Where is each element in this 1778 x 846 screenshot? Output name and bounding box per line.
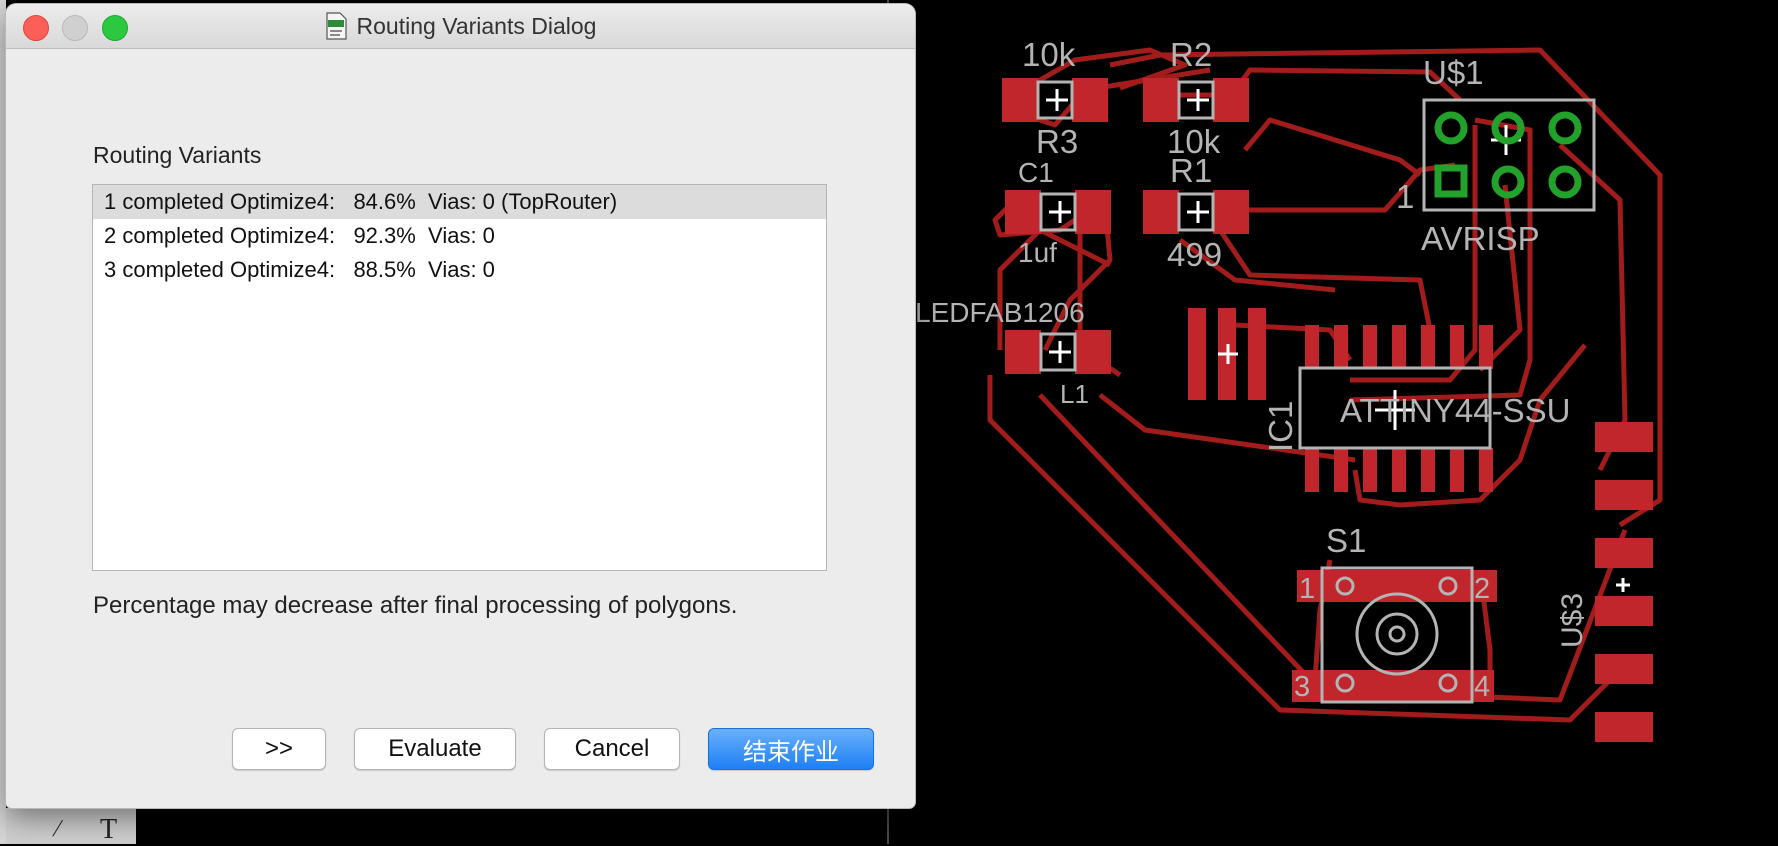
routing-variants-dialog: Routing Variants Dialog Routing Variants… bbox=[6, 4, 915, 808]
more-button[interactable]: >> bbox=[232, 728, 326, 770]
led-ref-label: L1 bbox=[1060, 379, 1089, 409]
board-document-icon bbox=[325, 12, 347, 40]
c1-name-label: C1 bbox=[1018, 157, 1054, 188]
dialog-titlebar[interactable]: Routing Variants Dialog bbox=[6, 4, 915, 49]
r2-value-label: 10k bbox=[1167, 123, 1221, 160]
pcb-canvas[interactable]: 10k R3 R2 10k R1 499 C1 1uf LEDFAB1206 L… bbox=[889, 0, 1778, 844]
r2-name-label: R2 bbox=[1170, 36, 1212, 73]
switch-pin2-label: 2 bbox=[1474, 573, 1490, 605]
switch-pin3-label: 3 bbox=[1294, 671, 1310, 703]
variant-row[interactable]: 3 completed Optimize4: 88.5% Vias: 0 bbox=[104, 257, 495, 282]
dialog-title: Routing Variants Dialog bbox=[356, 12, 597, 39]
switch-pin1-label: 1 bbox=[1299, 573, 1315, 605]
finish-job-button[interactable]: 结束作业 bbox=[708, 728, 874, 770]
r1-value-label: 499 bbox=[1167, 236, 1222, 273]
header-vias bbox=[1434, 111, 1582, 199]
header-value-label: AVRISP bbox=[1421, 220, 1540, 257]
r3-name-label: R3 bbox=[1036, 123, 1078, 160]
r3-value-label: 10k bbox=[1022, 36, 1076, 73]
pen-tool-icon[interactable]: / bbox=[50, 816, 65, 842]
cancel-button[interactable]: Cancel bbox=[544, 728, 680, 770]
variant-row[interactable]: 1 completed Optimize4: 84.6% Vias: 0 (To… bbox=[93, 185, 826, 219]
switch-name-label: S1 bbox=[1326, 522, 1366, 559]
pads bbox=[1002, 78, 1653, 742]
routing-variants-list[interactable]: 1 completed Optimize4: 84.6% Vias: 0 (To… bbox=[92, 184, 827, 571]
header-name-label: U$1 bbox=[1423, 54, 1484, 91]
switch-pin4-label: 4 bbox=[1474, 671, 1490, 703]
ic-name-label: ATTINY44-SSU bbox=[1340, 392, 1570, 429]
led-name-label: LEDFAB1206 bbox=[915, 297, 1085, 328]
polygon-processing-note: Percentage may decrease after final proc… bbox=[93, 592, 738, 619]
c1-value-label: 1uf bbox=[1018, 237, 1057, 268]
header-pin-label: 1 bbox=[1396, 178, 1414, 215]
tool-palette: / T bbox=[6, 808, 136, 845]
zoom-window-button[interactable] bbox=[102, 15, 128, 41]
routing-variants-label: Routing Variants bbox=[93, 142, 262, 168]
connector-name-label: U$3 bbox=[1556, 593, 1589, 648]
variant-row[interactable]: 2 completed Optimize4: 92.3% Vias: 0 bbox=[104, 223, 495, 248]
close-window-button[interactable] bbox=[23, 15, 49, 41]
ic-ref-label: IC1 bbox=[1262, 401, 1299, 452]
evaluate-button[interactable]: Evaluate bbox=[354, 728, 516, 770]
text-tool-icon[interactable]: T bbox=[100, 814, 118, 845]
minimize-window-button bbox=[62, 15, 88, 41]
r1-name-label: R1 bbox=[1170, 152, 1212, 189]
app-left-strip bbox=[0, 0, 6, 844]
